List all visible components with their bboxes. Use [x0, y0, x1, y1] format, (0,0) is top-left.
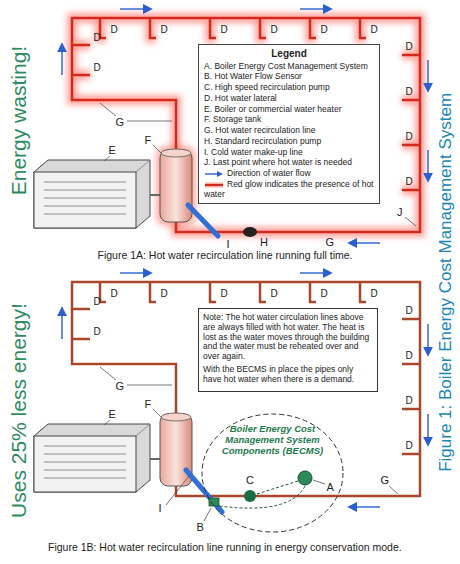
callout-letter: D: [406, 440, 413, 451]
callout-letter: G: [116, 380, 125, 392]
callout-letter: D: [161, 24, 168, 35]
legend-text: C. High speed recirculation pump: [204, 82, 330, 92]
callout-letter: D: [406, 86, 413, 97]
callout-letter: D: [321, 24, 328, 35]
legend-row: B. Hot Water Flow Sensor: [204, 72, 374, 82]
legend-row: A. Boiler Energy Cost Management System: [204, 62, 374, 72]
legend-row: D. Hot water lateral: [204, 94, 374, 104]
callout-letter: D: [406, 350, 413, 361]
legend-row: Direction of water flow: [204, 169, 374, 179]
callout-letter: G: [116, 116, 125, 128]
legend-text: F. Storage tank: [204, 114, 261, 124]
callout-letter: D: [94, 32, 101, 43]
callout-letter: D: [406, 41, 413, 52]
slogan-text: Energy wasting!: [7, 45, 30, 194]
callout-letter: I: [227, 238, 230, 250]
callout-letter: D: [221, 24, 228, 35]
callout-letter: H: [260, 236, 268, 248]
ellipse-outline: [202, 414, 343, 532]
flow-arrow-sample: [204, 170, 224, 178]
callout-letter: F: [145, 134, 152, 146]
note-box: Note: The hot water circulation lines ab…: [198, 308, 378, 392]
legend-row: Red glow indicates the presence of hot w…: [204, 180, 374, 200]
pipe-line: [205, 184, 223, 186]
legend-text: E. Boiler or commercial water heater: [204, 104, 341, 114]
legend-text: Direction of water flow: [227, 168, 311, 178]
figure-caption: Figure 1A: Hot water recirculation line …: [98, 250, 353, 262]
callout-letter: G: [326, 236, 335, 248]
red-glow-sample: [204, 181, 224, 189]
arrow-head: [217, 171, 223, 177]
legend-row: J. Last point where hot water is needed: [204, 158, 374, 168]
figure-title: Figure 1: Boiler Energy Cost Management …: [437, 92, 456, 471]
legend-box: LegendA. Boiler Energy Cost Management S…: [198, 44, 380, 204]
legend-row: C. High speed recirculation pump: [204, 83, 374, 93]
callout-letter: J: [397, 206, 403, 218]
callout-letter: I: [159, 502, 162, 514]
legend-text: I. Cold water make-up line: [204, 147, 303, 157]
legend-row: H. Standard recirculation pump: [204, 137, 374, 147]
legend-text: A. Boiler Energy Cost Management System: [204, 61, 368, 71]
component-label: Boiler Energy Cost Management System Com…: [219, 424, 327, 457]
legend-row: G. Hot water recirculation line: [204, 126, 374, 136]
callout-letter: D: [271, 288, 278, 299]
legend-row: E. Boiler or commercial water heater: [204, 105, 374, 115]
legend-text: D. Hot water lateral: [204, 93, 277, 103]
callout-letter: D: [221, 288, 228, 299]
callout-letter: D: [371, 288, 378, 299]
callout-letter: D: [371, 24, 378, 35]
legend-row: I. Cold water make-up line: [204, 148, 374, 158]
callout-letter: G: [381, 474, 390, 486]
becms-ellipse: Boiler Energy Cost Management System Com…: [200, 412, 345, 534]
legend-text: J. Last point where hot water is needed: [204, 157, 352, 167]
legend-text: B. Hot Water Flow Sensor: [204, 71, 302, 81]
callout-letter: D: [406, 131, 413, 142]
callout-letter: D: [406, 305, 413, 316]
legend-text: Red glow indicates the presence of hot w…: [204, 179, 373, 199]
callout-letter: D: [94, 326, 101, 337]
callout-letter: A: [327, 481, 334, 493]
legend-text: H. Standard recirculation pump: [204, 136, 321, 146]
callout-letter: B: [197, 521, 204, 533]
callout-letter: D: [406, 395, 413, 406]
legend-row: F. Storage tank: [204, 115, 374, 125]
callout-letter: D: [321, 288, 328, 299]
callout-letter: D: [406, 176, 413, 187]
callout-letter: D: [94, 296, 101, 307]
callout-letter: D: [161, 288, 168, 299]
glow-line: [205, 182, 223, 187]
callout-letter: D: [271, 24, 278, 35]
legend-title: Legend: [204, 48, 374, 60]
figure-caption: Figure 1B: Hot water recirculation line …: [48, 542, 402, 554]
legend-text: G. Hot water recirculation line: [204, 125, 316, 135]
callout-letter: D: [111, 288, 118, 299]
note-text: Note: The hot water circulation lines ab…: [203, 313, 373, 362]
callout-letter: F: [145, 398, 152, 410]
callout-letter: D: [111, 24, 118, 35]
callout-letter: C: [246, 474, 254, 486]
callout-letter: D: [94, 62, 101, 73]
callout-letter: E: [109, 144, 116, 156]
callout-letter: E: [109, 408, 116, 420]
slogan-text: Uses 25% less energy!: [6, 303, 29, 518]
arrow-line: [205, 173, 218, 174]
note-text: With the BECMS in place the pipes only h…: [203, 365, 373, 385]
